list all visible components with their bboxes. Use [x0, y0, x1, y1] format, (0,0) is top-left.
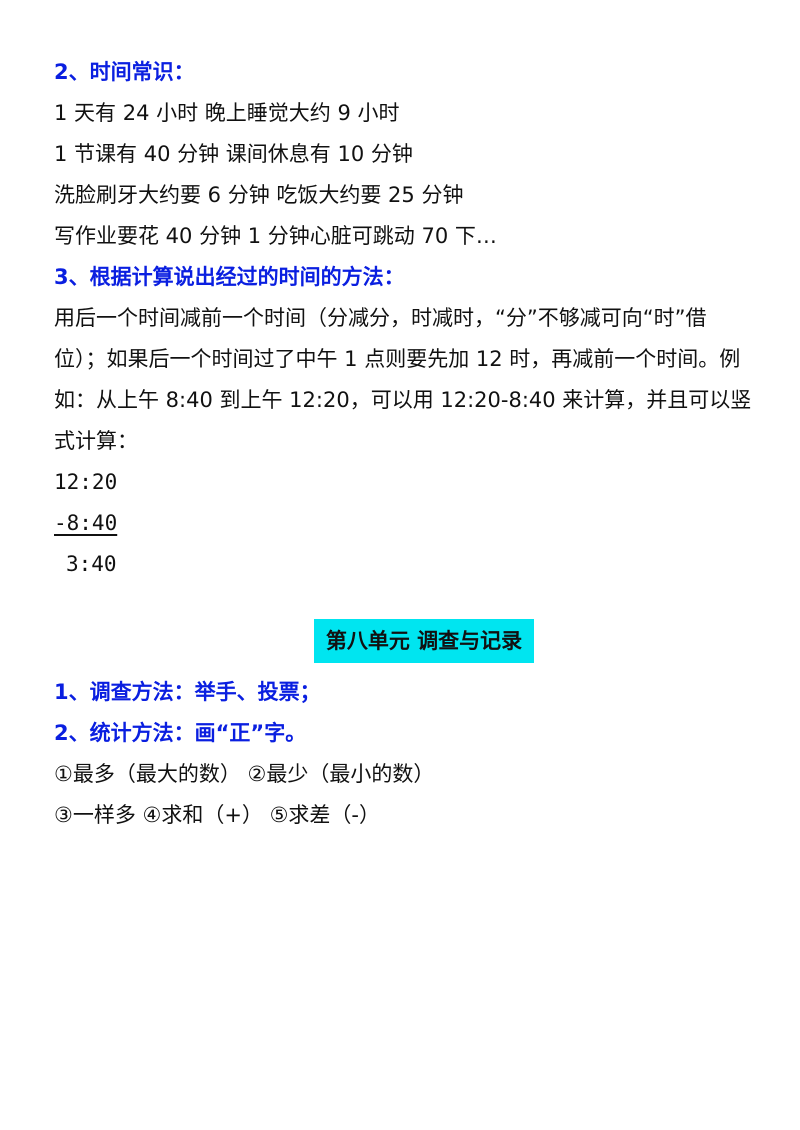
- unit-title-wrap: 第八单元 调查与记录: [74, 619, 774, 663]
- statistics-method-heading: 2、统计方法：画“正”字。: [54, 721, 307, 745]
- time-fact-line-3: 洗脸刷牙大约要 6 分钟 吃饭大约要 25 分钟: [54, 183, 464, 207]
- calc-minuend: 12:20: [54, 470, 118, 494]
- calc-subtrahend: -8:40: [54, 511, 118, 535]
- comparison-line-1: ①最多（最大的数） ②最少（最小的数）: [54, 762, 435, 786]
- elapsed-time-paragraph: 用后一个时间减前一个时间（分减分，时减时，“分”不够减可向“时”借位）；如果后一…: [54, 306, 752, 453]
- time-fact-line-1: 1 天有 24 小时 晚上睡觉大约 9 小时: [54, 101, 400, 125]
- document-page: 2、时间常识： 1 天有 24 小时 晚上睡觉大约 9 小时 1 节课有 40 …: [54, 52, 754, 827]
- unit8-title: 第八单元 调查与记录: [313, 619, 535, 663]
- time-fact-line-2: 1 节课有 40 分钟 课间休息有 10 分钟: [54, 142, 413, 166]
- calc-result: 3:40: [66, 552, 117, 576]
- elapsed-time-heading: 3、根据计算说出经过的时间的方法：: [54, 265, 405, 289]
- time-fact-line-4: 写作业要花 40 分钟 1 分钟心脏可跳动 70 下…: [54, 224, 497, 248]
- unit8-section: 1、调查方法：举手、投票； 2、统计方法：画“正”字。 ①最多（最大的数） ②最…: [54, 672, 754, 836]
- time-knowledge-heading: 2、时间常识：: [54, 60, 195, 84]
- comparison-line-2: ③一样多 ④求和（+） ⑤求差（-）: [54, 803, 381, 827]
- survey-method-heading: 1、调查方法：举手、投票；: [54, 680, 321, 704]
